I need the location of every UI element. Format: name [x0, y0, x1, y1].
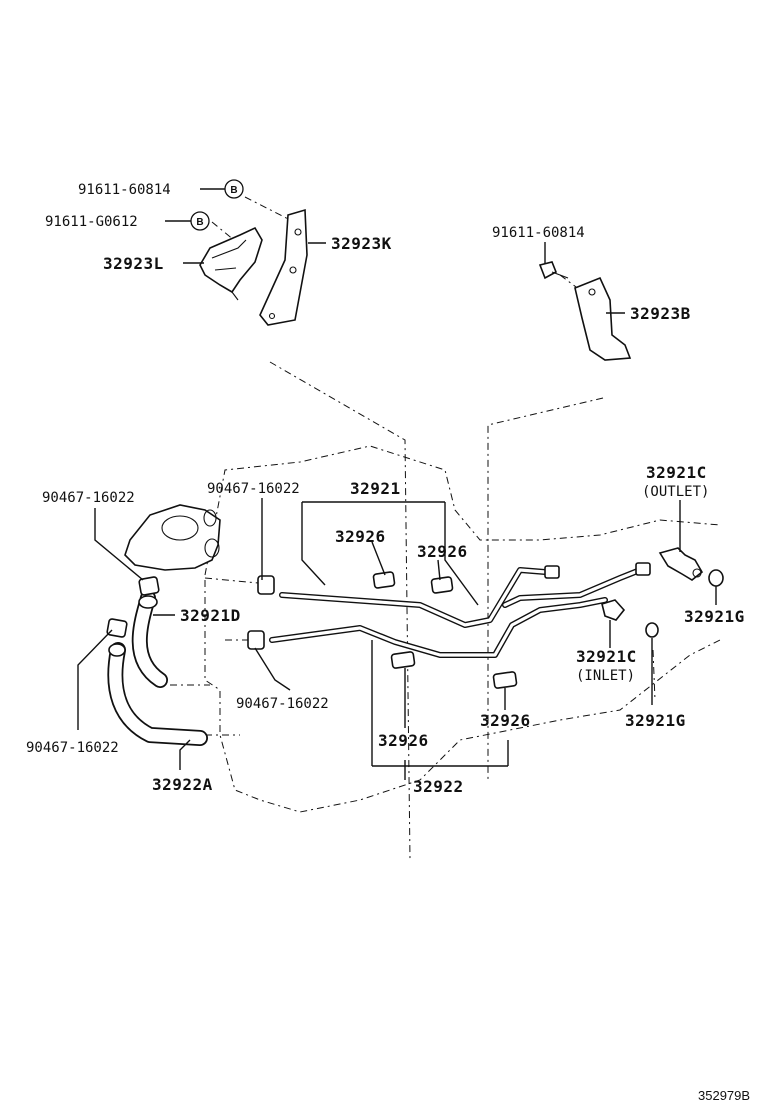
diagram-reference-number: 352979B — [698, 1088, 750, 1103]
cushion-32926-4 — [492, 671, 518, 689]
leader-clip-mid — [254, 647, 291, 691]
pipes — [269, 562, 651, 658]
gasket-32921g-2 — [645, 622, 659, 638]
label-bracket-32923l: 32923L — [103, 254, 164, 273]
phantom-line-bolt-g — [211, 221, 241, 246]
callout-b-letter-1: B — [230, 185, 237, 196]
unions-gaskets — [601, 547, 724, 638]
label-bracket-32923k: 32923K — [331, 234, 392, 253]
union-32921c-inlet — [601, 599, 626, 621]
pipe-32921-right-inner — [503, 568, 642, 607]
bolt-shank-right — [551, 271, 569, 279]
leader-lines — [77, 188, 717, 780]
label-bolt-91611-60814-b1: 91611-60814 — [78, 182, 171, 198]
cushions — [372, 571, 518, 689]
label-bracket-32923b: 32923B — [630, 304, 691, 323]
leader-pipe-32921-bracket — [301, 501, 479, 606]
label-union-32921c-outlet: 32921C — [646, 463, 707, 482]
label-hose-32922a: 32922A — [152, 775, 213, 794]
bracket-assembly-right — [538, 261, 632, 361]
cushion-32926-2 — [430, 576, 454, 594]
union-outlet-port — [692, 568, 702, 578]
bracket-assembly-left: B B — [190, 179, 308, 326]
label-pipe-32921: 32921 — [350, 479, 401, 498]
leader-pipe-32922-bracket — [371, 640, 509, 780]
pipe-fitting-2 — [635, 562, 651, 576]
label-clip-90467-top-left: 90467-16022 — [42, 490, 135, 506]
bracket-k-hole-3 — [268, 312, 276, 320]
label-union-32921c-inlet: 32921C — [576, 647, 637, 666]
phantom-line-clip2 — [204, 577, 259, 584]
label-cushion-32926-4: 32926 — [480, 711, 531, 730]
pump-fitting — [204, 538, 220, 558]
pump-body — [124, 504, 221, 571]
pipe-fitting-1 — [544, 565, 560, 579]
label-inlet-note: (INLET) — [576, 668, 635, 684]
gasket-32921g-1 — [708, 569, 724, 587]
pipe-32921-right — [502, 567, 643, 608]
clip-90467-top-mid — [257, 575, 275, 595]
pipe-32922-inner — [270, 598, 607, 657]
hoses — [106, 576, 208, 746]
bracket-32923l — [199, 226, 263, 294]
cushion-32926-1 — [372, 571, 396, 589]
clip-on-hose-a — [106, 618, 128, 638]
pump-port — [161, 515, 199, 541]
pipe-32921-inner — [280, 568, 547, 627]
label-cushion-32926-1: 32926 — [335, 527, 386, 546]
part-labels: 91611-60814 91611-G0612 32923L 32923K 91… — [26, 182, 750, 1103]
label-hose-32921d: 32921D — [180, 606, 241, 625]
label-cushion-32926-3: 32926 — [378, 731, 429, 750]
label-bolt-91611-60814-right: 91611-60814 — [492, 225, 585, 241]
leader-cushion-1 — [371, 541, 386, 576]
label-pipe-32922: 32922 — [413, 777, 464, 796]
phantom-body-lower — [204, 580, 721, 813]
label-outlet-note: (OUTLET) — [642, 484, 709, 500]
leader-clip-top-left — [94, 508, 144, 581]
pump-fitting-2 — [203, 509, 217, 527]
bracket-32923b — [574, 276, 632, 361]
bracket-k-hole-1 — [294, 228, 302, 236]
bracket-l-detail — [211, 239, 247, 301]
callout-b-letter-2: B — [196, 217, 203, 228]
hose-32922a-inner — [109, 643, 207, 745]
pump-housing — [124, 504, 221, 571]
phantom-line-gasket — [652, 649, 656, 701]
phantom-body-outline — [204, 445, 721, 576]
label-gasket-32921g-2: 32921G — [625, 711, 686, 730]
clip-on-pump — [138, 576, 160, 596]
label-gasket-32921g-1: 32921G — [684, 607, 745, 626]
clip-90467-mid — [247, 630, 265, 650]
leader-clip-bottom-left — [77, 629, 113, 730]
label-clip-90467-mid: 90467-16022 — [236, 696, 329, 712]
phantom-line-bracket-b — [487, 397, 604, 780]
hose-d-end — [138, 595, 158, 609]
label-cushion-32926-2: 32926 — [417, 542, 468, 561]
phantom-line-bracket-k — [269, 361, 411, 861]
bolt-91611-60814-right — [538, 261, 558, 280]
cushion-32926-3 — [390, 651, 416, 669]
leader-hose-a — [179, 739, 191, 770]
hose-a-end — [108, 643, 126, 657]
label-clip-90467-bottom-left: 90467-16022 — [26, 740, 119, 756]
bracket-b-hole — [588, 288, 596, 296]
label-clip-90467-top-mid: 90467-16022 — [207, 481, 300, 497]
label-bolt-91611-g0612: 91611-G0612 — [45, 214, 138, 230]
leader-cushion-2 — [437, 559, 441, 581]
union-32921c-outlet — [658, 547, 704, 581]
bracket-32923k — [259, 208, 308, 326]
bracket-k-hole-2 — [289, 266, 297, 274]
